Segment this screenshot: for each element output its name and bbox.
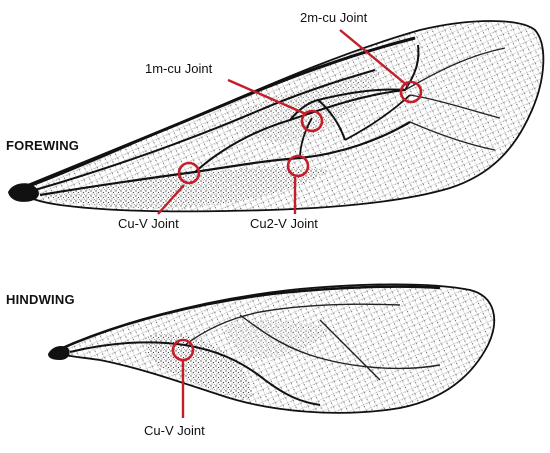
forewing-subcostal-vein bbox=[34, 69, 376, 191]
forewing-base bbox=[8, 183, 39, 202]
callout-line-2m-cu bbox=[339, 29, 409, 87]
joint-marker-cu2-v bbox=[286, 154, 310, 178]
hindwing-base bbox=[48, 346, 70, 360]
joint-marker-2m-cu bbox=[399, 80, 423, 104]
joint-marker-cu-v-hind bbox=[171, 338, 195, 362]
hindwing-shaded-region-2 bbox=[225, 320, 330, 359]
hindwing bbox=[48, 283, 496, 414]
forewing-cross-vein-3 bbox=[299, 94, 411, 159]
hindwing-secondary-veins bbox=[184, 303, 441, 381]
callout-line-cu-v-fore bbox=[157, 184, 185, 215]
label-2m-cu-joint: 2m-cu Joint bbox=[300, 10, 368, 25]
label-cu-v-joint-hindwing: Cu-V Joint bbox=[144, 423, 205, 438]
forewing bbox=[8, 20, 545, 213]
joint-marker-cu-v-fore bbox=[177, 161, 201, 185]
callout-line-1m-cu bbox=[227, 78, 307, 116]
label-cu-v-joint-forewing: Cu-V Joint bbox=[118, 216, 179, 231]
hindwing-main-vein bbox=[69, 341, 321, 406]
joint-marker-1m-cu bbox=[300, 109, 324, 133]
label-1m-cu-joint: 1m-cu Joint bbox=[145, 61, 213, 76]
forewing-cubital-vein bbox=[39, 121, 411, 197]
forewing-shaded-region bbox=[40, 166, 330, 208]
callouts bbox=[157, 29, 423, 418]
hindwing-costal-vein bbox=[57, 285, 441, 352]
forewing-costal-vein bbox=[21, 36, 416, 190]
label-cu2-v-joint: Cu2-V Joint bbox=[250, 216, 318, 231]
forewing-cross-vein-2 bbox=[317, 44, 420, 101]
forewing-label: FOREWING bbox=[6, 138, 80, 153]
hindwing-label: HINDWING bbox=[6, 292, 75, 307]
